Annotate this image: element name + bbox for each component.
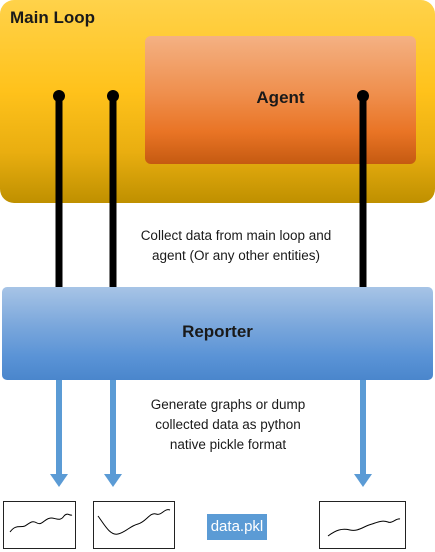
line-graph-icon bbox=[97, 509, 171, 535]
output-graph-2 bbox=[93, 501, 175, 549]
main-loop-box: Main Loop Agent bbox=[0, 0, 435, 203]
agent-box: Agent bbox=[145, 36, 416, 164]
output-arrow-2 bbox=[104, 380, 122, 487]
output-graph-3 bbox=[319, 501, 406, 549]
data-pkl-file: data.pkl bbox=[207, 514, 267, 540]
line-graph-icon bbox=[9, 513, 73, 533]
generate-note: Generate graphs or dump collected data a… bbox=[150, 397, 306, 452]
line-graph-icon bbox=[327, 518, 401, 537]
agent-label: Agent bbox=[256, 88, 305, 107]
collect-note: Collect data from main loop and agent (O… bbox=[140, 228, 332, 263]
reporter-box: Reporter bbox=[2, 287, 433, 380]
output-graph-1 bbox=[3, 501, 76, 549]
output-arrow-3 bbox=[354, 380, 372, 487]
reporter-label: Reporter bbox=[182, 322, 253, 341]
main-loop-label: Main Loop bbox=[10, 8, 95, 27]
output-arrow-1 bbox=[50, 380, 68, 487]
